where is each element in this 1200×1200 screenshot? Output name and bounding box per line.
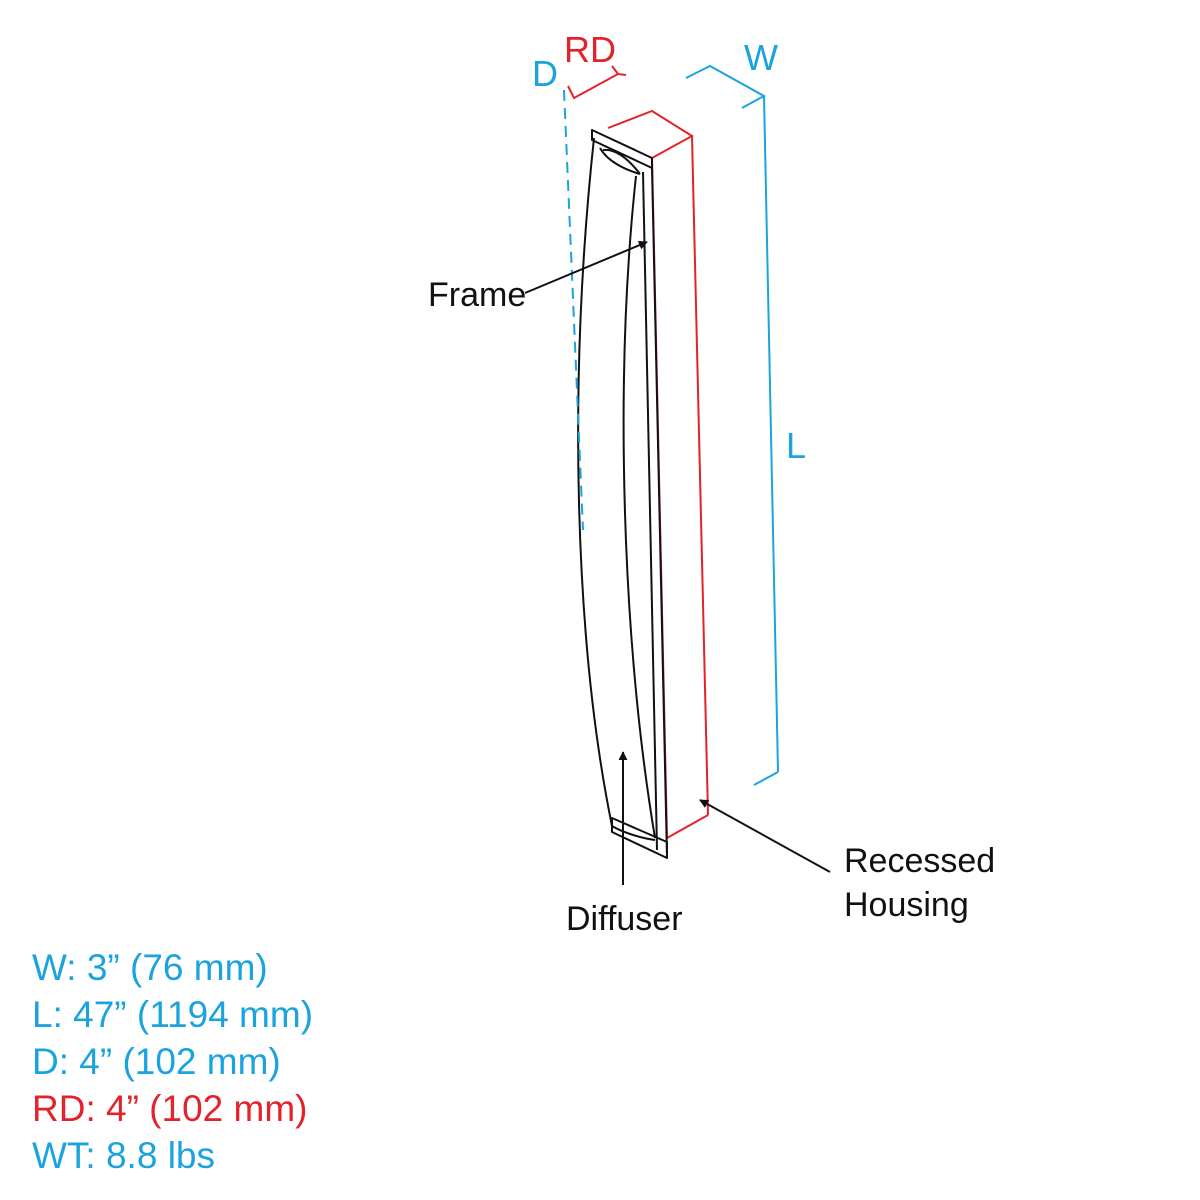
callout-leaders [524, 240, 831, 885]
length-dimension-line [753, 95, 779, 786]
recessed-housing-label-line1: Recessed [844, 842, 995, 880]
housing-leader-arrow [699, 799, 831, 873]
width-dimension-line [685, 64, 767, 109]
spec-weight: WT: 8.8 lbs [32, 1135, 215, 1176]
spec-depth: D: 4” (102 mm) [32, 1041, 281, 1082]
fixture-body [577, 129, 668, 859]
depth-letter: D [532, 53, 558, 94]
recessed-housing-label-line2: Housing [844, 886, 969, 924]
depth-dimension-line [563, 89, 584, 531]
length-letter: L [786, 425, 806, 466]
spec-recess-depth: RD: 4” (102 mm) [32, 1088, 308, 1129]
frame-label: Frame [428, 276, 526, 314]
recess-depth-letter: RD [564, 29, 616, 70]
spec-length: L: 47” (1194 mm) [32, 994, 314, 1035]
frame-leader-arrow [524, 240, 648, 294]
recess-depth-bracket [567, 65, 627, 100]
spec-width: W: 3” (76 mm) [32, 947, 268, 988]
diffuser-label: Diffuser [566, 900, 683, 938]
width-letter: W [744, 37, 778, 78]
